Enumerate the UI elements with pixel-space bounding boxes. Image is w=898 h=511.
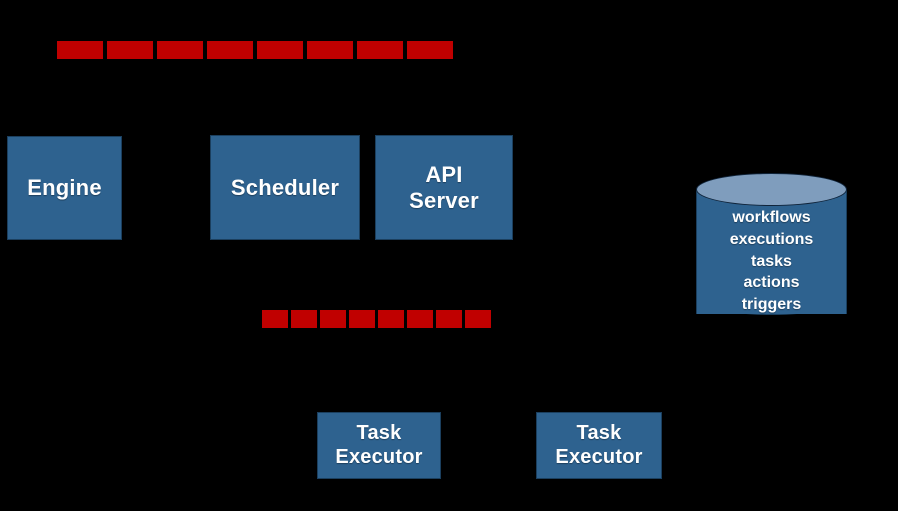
node-task-executor-1[interactable]: Task Executor [317,412,441,479]
database-table-executions: executions [729,230,814,248]
redacted-segment [407,310,433,328]
node-scheduler[interactable]: Scheduler [210,135,360,240]
redacted-segment [357,41,403,59]
redacted-segment [436,310,462,328]
database-cylinder[interactable]: workflows executions tasks actions trigg… [696,173,847,330]
database-table-workflows: workflows [732,209,811,226]
redacted-bar-middle [262,310,495,328]
redacted-segment [307,41,353,59]
redacted-segment [378,310,404,328]
cylinder-top-ellipse [696,173,847,206]
redacted-segment [407,41,453,59]
redacted-segment [257,41,303,59]
redacted-segment [349,310,375,328]
redacted-segment [465,310,491,328]
node-api-server[interactable]: API Server [375,135,513,240]
node-task-executor-2[interactable]: Task Executor [536,412,662,479]
redacted-segment [207,41,253,59]
redacted-segment [291,310,317,328]
database-table-tasks: tasks [751,252,792,270]
database-table-actions: actions [743,274,800,292]
redacted-segment [320,310,346,328]
database-table-triggers: triggers [741,296,802,313]
cylinder-body [696,189,847,314]
redacted-segment [262,310,288,328]
redacted-segment [57,41,103,59]
redacted-bar-top [57,41,456,59]
redacted-segment [157,41,203,59]
node-engine[interactable]: Engine [7,136,122,240]
database-table-list: workflows executions tasks actions trigg… [696,207,847,316]
redacted-segment [107,41,153,59]
